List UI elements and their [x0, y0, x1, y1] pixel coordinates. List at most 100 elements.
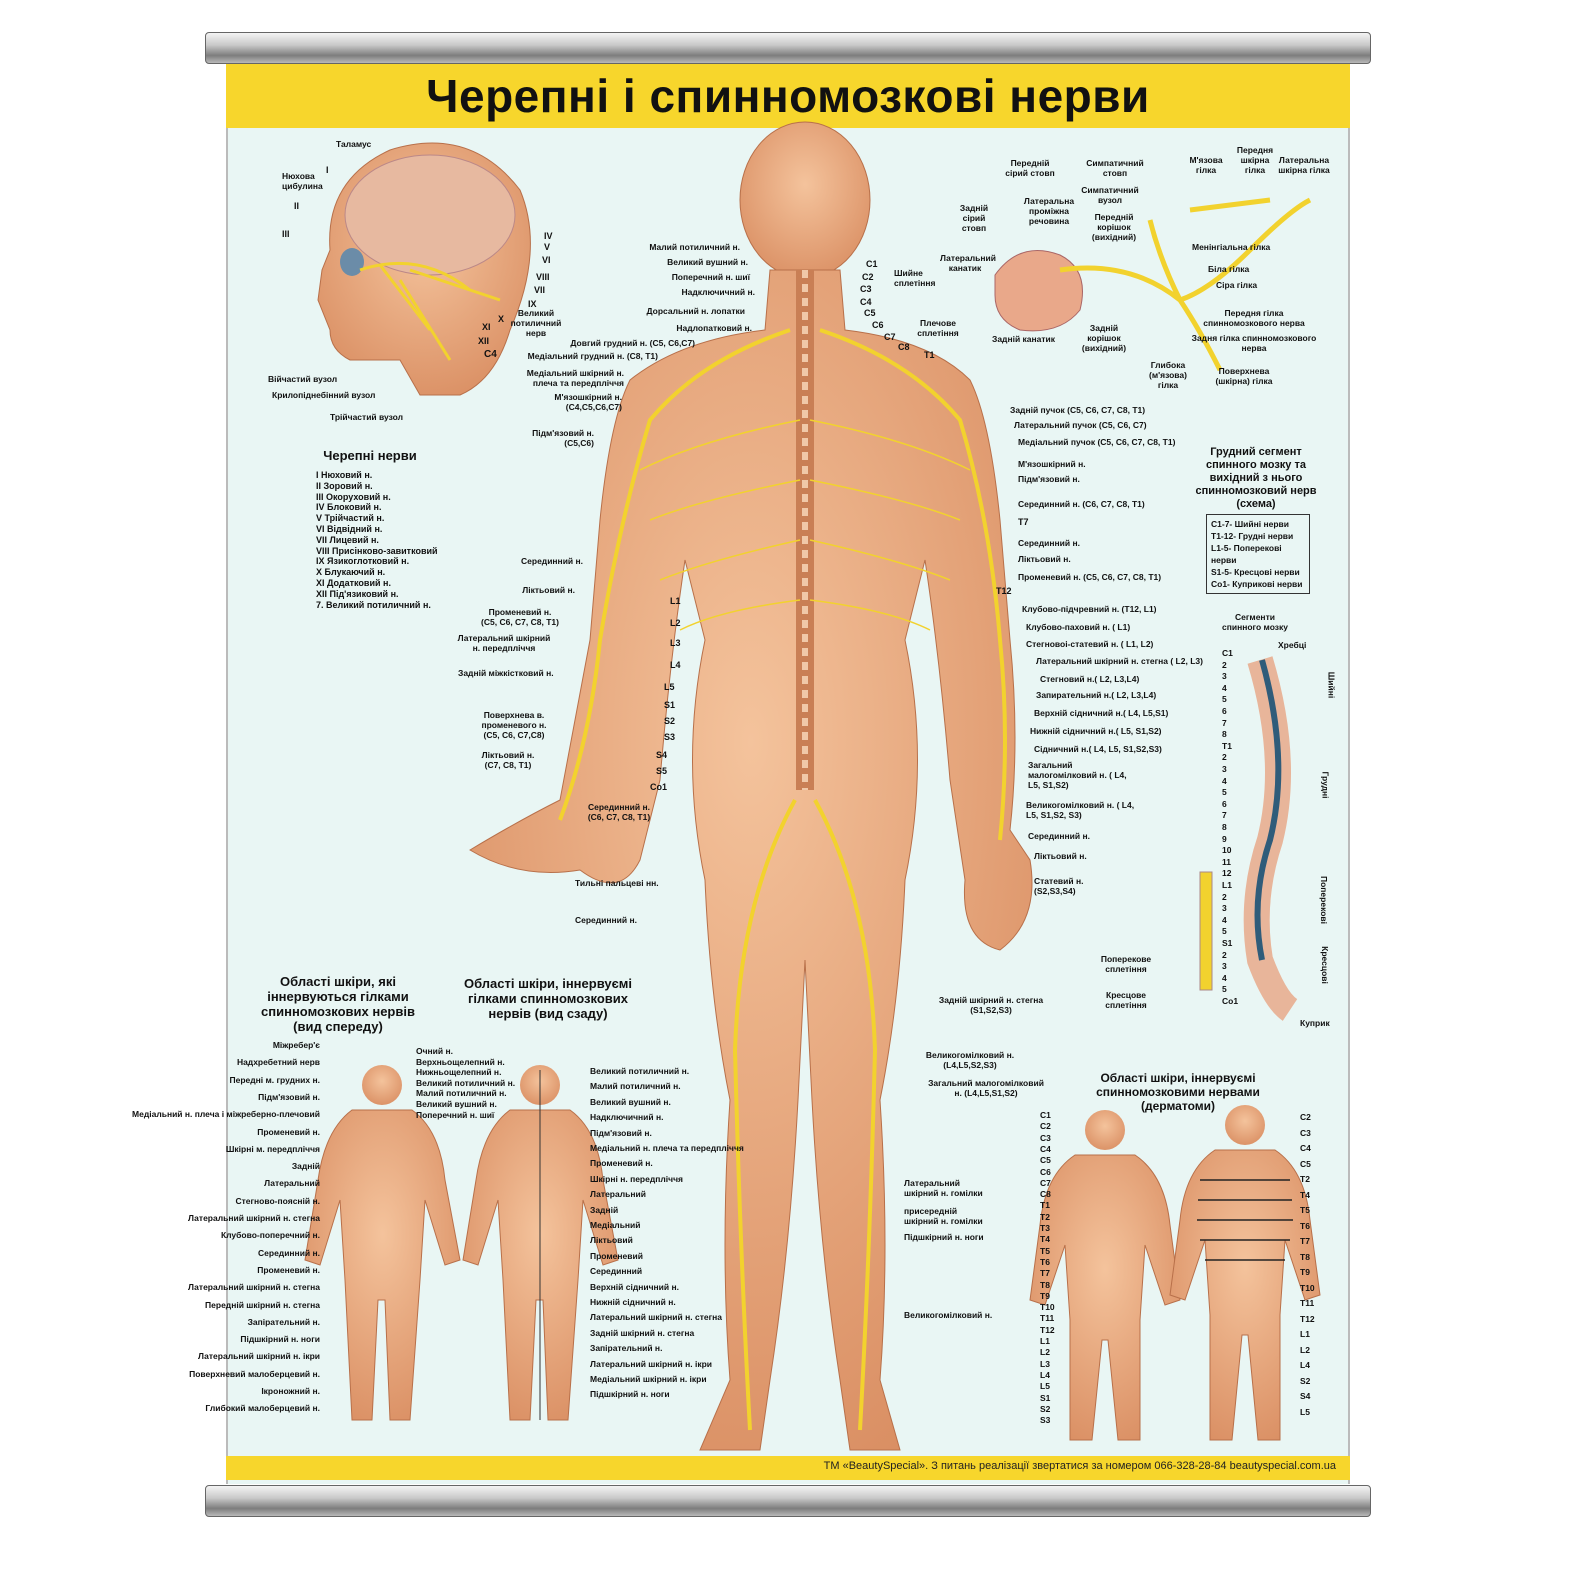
seg-label-lateral-funiculus: Латеральний канатик: [940, 253, 996, 273]
skin-front-left-label: Серединний н.: [258, 1247, 320, 1258]
coccyx-label: Куприк: [1300, 1018, 1330, 1028]
skin-back-right-label: Медіальний: [590, 1220, 641, 1230]
skin-front-left-label: Латеральний шкірний н. стегна: [188, 1282, 320, 1293]
dermatome-front-mark: C4: [1040, 1143, 1051, 1154]
right-label-ilioinguinal: Клубово-паховий н. ( L1): [1026, 622, 1131, 632]
skin-back-heading: Області шкіри, іннервуємі гілками спинно…: [463, 976, 633, 1021]
spine-level-s5: S5: [656, 766, 668, 776]
right-label-lateral-cord: Латеральний пучок (C5, C6, C7): [1014, 420, 1147, 430]
right-label-femoral: Стегновий н.( L2, L3,L4): [1040, 674, 1140, 684]
cranial-item: V Трійчастий н.: [316, 513, 385, 524]
dermatome-back-mark: L2: [1300, 1344, 1310, 1355]
skin-front-left-label: Шкірні м. передпліччя: [225, 1143, 320, 1154]
dermatome-front-mark: T6: [1040, 1256, 1050, 1267]
right-label-radial: Променевий н. (C5, C6, C7, C8, T1): [1018, 572, 1162, 582]
spine-level-c5: C5: [864, 308, 876, 318]
skin-back-right-label: Підшкірний н. ноги: [590, 1389, 670, 1400]
leg-label-medial-sural: присередній шкірний н. гомілки: [904, 1206, 983, 1226]
dermatome-front-mark: T12: [1040, 1324, 1055, 1335]
skin-back-right-label: Великий вушний н.: [590, 1096, 671, 1107]
skin-front-left-label: Латеральний шкірний н. стегна: [188, 1213, 320, 1223]
leg-label-lateral-sural: Латеральний шкірний н. гомілки: [904, 1178, 983, 1198]
title-banner: Черепні і спинномозкові нерви: [226, 64, 1350, 128]
dermatome-back-mark: T4: [1300, 1189, 1310, 1200]
dermatome-back-mark: C5: [1300, 1158, 1311, 1169]
right-label-obturator: Запирательний н.( L2, L3,L4): [1036, 690, 1157, 700]
skin-front-left-label: Надхребетний нерв: [236, 1057, 320, 1068]
spine-number: 6: [1222, 706, 1227, 716]
skin-front-left-label: Міжребер'є: [272, 1040, 320, 1050]
cranial-nerves-list: I Нюховий н. II Зоровий н. III Окорухови…: [316, 470, 438, 610]
skin-front-left-label: Клубово-поперечний н.: [220, 1230, 320, 1241]
dermatome-front-illustration: [1029, 1110, 1181, 1441]
right-label-iliohypogastric: Клубово-підчревний н. (T12, L1): [1022, 604, 1157, 614]
right-label-genitofemoral: Стегновоі-статевий н. ( L1, L2): [1026, 639, 1154, 649]
left-label-median-c6: Серединний н. (C6, C7, C8, T1): [587, 802, 651, 822]
spine-level-s2: S2: [664, 716, 676, 726]
cranial-item: VII Лицевий н.: [316, 534, 379, 545]
seg-label-sympathetic-ganglion: Симпатичний вузол: [1081, 185, 1139, 205]
skin-back-right-label: Медіальний н. плеча та передпліччя: [590, 1143, 744, 1153]
head-section-illustration: [317, 142, 531, 396]
leg-label-tibial-lower: Великогомілковий н.: [904, 1310, 993, 1320]
legend-item: S1-5- Кресцові нерви: [1211, 567, 1300, 577]
cranial-nerves-heading: Черепні нерви: [323, 448, 417, 463]
skin-front-heading: Області шкіри, які іннервуються гілками …: [261, 974, 415, 1034]
dermatome-front-mark: C1: [1040, 1110, 1051, 1120]
skin-front-left-label: Підм'язовий н.: [258, 1091, 320, 1102]
dermatome-front-mark: T11: [1040, 1313, 1055, 1324]
seg-label-posterior-grey: Задній сірий стовп: [959, 203, 989, 233]
skin-back-right-label: Малий потиличний н.: [590, 1081, 681, 1092]
cranial-item: III Окоруховий н.: [316, 491, 391, 502]
roman-II: II: [294, 201, 300, 211]
left-label-median: Серединний н.: [521, 556, 583, 566]
spine-level-c3: C3: [860, 284, 872, 294]
spine-number: 4: [1222, 775, 1227, 786]
right-label-median-c6: Серединний н. (C6, C7, C8, T1): [1018, 499, 1145, 509]
spine-number: 7: [1222, 717, 1227, 728]
roman-VIII: VIII: [536, 272, 550, 282]
dermatome-front-mark: C2: [1040, 1121, 1051, 1132]
spine-vertebrae-label: Хребці: [1278, 640, 1307, 650]
dermatome-back-mark: C3: [1300, 1127, 1311, 1138]
skin-front-right-label: Малий потиличний н.: [416, 1088, 507, 1099]
footer-text: ТМ «BeautySpecial». З питань реалізації …: [823, 1460, 1336, 1472]
skin-front-right-label: Верхньощелепний н.: [416, 1056, 505, 1067]
dermatome-front-mark: T5: [1040, 1245, 1050, 1256]
skin-back-right-label: Медіальний шкірний н. ікри: [590, 1374, 707, 1384]
skin-back-right-label: Шкірні н. передпліччя: [590, 1173, 683, 1184]
seg-label-lateral-intermediate: Латеральна проміжна речовина: [1023, 196, 1075, 226]
dermatome-back-mark: T9: [1300, 1267, 1310, 1277]
spine-region-thoracic: Грудні: [1320, 771, 1331, 799]
seg-label-anterior-cutaneous: Передня шкірна гілка: [1236, 145, 1274, 175]
skin-back-right-label: Надключичний н.: [590, 1112, 664, 1123]
spine-level-l4: L4: [670, 660, 681, 670]
skin-front-left-label: Задній: [291, 1161, 320, 1172]
dermatome-front-mark: L3: [1040, 1358, 1050, 1369]
skin-front-left-label: Променевий н.: [257, 1264, 320, 1275]
spine-level-c7: C7: [884, 332, 896, 342]
bottom-hanger-rod: [205, 1485, 1371, 1517]
seg-label-deep-branch: Глибока (м'язова) гілка: [1149, 360, 1187, 390]
dermatomes-heading: Області шкіри, іннервуємі спинномозковим…: [1096, 1071, 1260, 1113]
seg-label-posterior-funiculus: Задній канатик: [992, 334, 1056, 344]
roman-III: III: [282, 229, 290, 239]
spine-number: 5: [1222, 926, 1227, 937]
right-label-pudendal: Статевий н. (S2,S3,S4): [1034, 876, 1084, 896]
seg-label-grey-ramus: Сіра гілка: [1216, 280, 1258, 290]
spine-level-c2: C2: [862, 272, 874, 282]
spinal-nerves-legend: C1-7- Шийні нерви T1-12- Грудні нерви L1…: [1206, 514, 1310, 594]
spine-region-sacral: Кресцові: [1319, 946, 1330, 984]
left-label-medial-pectoral: Медіальний грудний н. (C8, T1): [527, 351, 658, 361]
back-skin-figure-illustration: [462, 1065, 619, 1421]
seg-label-anterior-ramus: Передня гілка спинномозкового нерва: [1203, 308, 1305, 328]
spine-number: 2: [1222, 891, 1227, 902]
left-label-lateral-forearm: Латеральний шкірний н. передпліччя: [457, 633, 551, 653]
spine-number: 9: [1222, 833, 1227, 844]
spine-level-l5: L5: [664, 682, 675, 692]
dermatome-back-mark: L1: [1300, 1329, 1310, 1339]
left-label-ulnar: Ліктьовий н.: [522, 585, 575, 595]
spine-level-s1: S1: [664, 700, 676, 710]
spine-number: 2: [1222, 949, 1227, 960]
right-label-ulnar: Ліктьовий н.: [1018, 554, 1071, 564]
